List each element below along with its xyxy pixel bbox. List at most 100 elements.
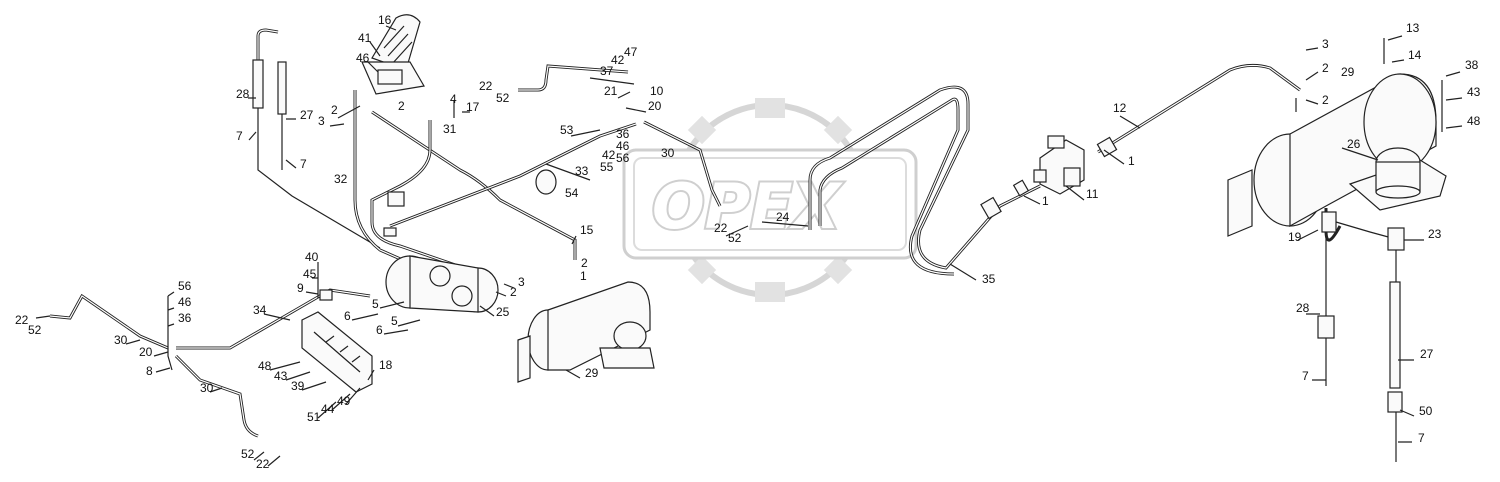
callout-54: 54 [565, 186, 579, 200]
callout-25: 25 [496, 305, 510, 319]
callout-51: 51 [307, 410, 321, 424]
callout-32: 32 [334, 172, 348, 186]
callout-2: 2 [510, 285, 517, 299]
callout-34: 34 [253, 303, 267, 317]
callout-2: 2 [398, 99, 405, 113]
callout-27: 27 [1420, 347, 1434, 361]
callout-35: 35 [982, 272, 996, 286]
watermark-text: OPEX [652, 170, 843, 243]
callout-11: 11 [1086, 187, 1099, 201]
callout-2: 2 [1322, 61, 1329, 75]
callout-10: 10 [650, 84, 664, 98]
opex-watermark: OPEX [622, 98, 918, 302]
callout-23: 23 [1428, 227, 1442, 241]
callout-2: 2 [581, 256, 588, 270]
callout-22: 22 [714, 221, 728, 235]
callout-14: 14 [1408, 48, 1422, 62]
callout-12: 12 [1113, 101, 1127, 115]
callout-56: 56 [178, 279, 192, 293]
callout-3: 3 [1322, 37, 1329, 51]
callout-5: 5 [391, 314, 398, 328]
callout-2: 2 [1322, 93, 1329, 107]
center-loop-pipe [808, 85, 1041, 276]
brake-pedal [361, 14, 425, 95]
callout-48: 48 [1467, 114, 1481, 128]
callout-52: 52 [728, 231, 742, 245]
callout-36: 36 [616, 127, 630, 141]
callout-19: 19 [1288, 230, 1302, 244]
valve-11 [1033, 135, 1085, 195]
callout-33: 33 [575, 164, 589, 178]
brake-chamber [385, 255, 499, 313]
callout-21: 21 [604, 84, 618, 98]
mounting-bracket [301, 311, 373, 393]
callout-43: 43 [1467, 85, 1481, 99]
lower-right-rods [1317, 208, 1405, 462]
callout-45: 45 [303, 267, 317, 281]
callout-52: 52 [241, 447, 255, 461]
callout-27: 27 [300, 108, 314, 122]
callout-42: 42 [602, 148, 616, 162]
left-pipes [252, 28, 722, 274]
callout-53: 53 [560, 123, 574, 137]
callout-30: 30 [661, 146, 675, 160]
callout-50: 50 [1419, 404, 1433, 418]
callout-16: 16 [378, 13, 392, 27]
callout-46: 46 [178, 295, 192, 309]
callout-44: 44 [321, 402, 335, 416]
callout-43: 43 [274, 369, 288, 383]
callout-1: 1 [1128, 154, 1135, 168]
callout-55: 55 [600, 160, 614, 174]
callout-20: 20 [648, 99, 662, 113]
callout-13: 13 [1406, 21, 1420, 35]
callout-3: 3 [518, 275, 525, 289]
callout-52: 52 [496, 91, 510, 105]
callout-36: 36 [178, 311, 192, 325]
callout-30: 30 [114, 333, 128, 347]
callout-29: 29 [585, 366, 599, 380]
callout-20: 20 [139, 345, 153, 359]
callout-30: 30 [200, 381, 214, 395]
callout-4: 4 [450, 92, 457, 106]
callout-24: 24 [776, 210, 790, 224]
callout-7: 7 [1302, 369, 1309, 383]
callout-41: 41 [358, 31, 372, 45]
callout-5: 5 [372, 297, 379, 311]
callout-28: 28 [1296, 301, 1310, 315]
leader-lines [35, 25, 1463, 467]
callout-9: 9 [297, 281, 304, 295]
callout-47: 47 [624, 45, 638, 59]
callout-28: 28 [236, 87, 250, 101]
callout-18: 18 [379, 358, 393, 372]
callout-26: 26 [1347, 137, 1361, 151]
callout-48: 48 [258, 359, 272, 373]
callout-3: 3 [318, 114, 325, 128]
air-tank-small [517, 281, 655, 383]
callout-15: 15 [580, 223, 594, 237]
callout-49: 49 [337, 394, 351, 408]
callout-6: 6 [344, 309, 351, 323]
callout-31: 31 [443, 122, 457, 136]
callout-46: 46 [616, 139, 630, 153]
callout-29: 29 [1341, 65, 1355, 79]
callout-40: 40 [305, 250, 319, 264]
callout-1: 1 [1042, 194, 1049, 208]
callout-38: 38 [1465, 58, 1479, 72]
callout-52: 52 [28, 323, 42, 337]
callout-37: 37 [600, 64, 614, 78]
air-tank-large [1227, 38, 1447, 237]
pipe-12 [1096, 63, 1301, 158]
callout-8: 8 [146, 364, 153, 378]
callout-7: 7 [1418, 431, 1425, 445]
callout-22: 22 [256, 457, 270, 471]
callout-22: 22 [479, 79, 493, 93]
callout-6: 6 [376, 323, 383, 337]
callout-17: 17 [466, 100, 480, 114]
callout-7: 7 [300, 157, 307, 171]
callout-2: 2 [331, 103, 338, 117]
callout-22: 22 [15, 313, 29, 327]
lower-left-pipes [49, 288, 371, 438]
callout-56: 56 [616, 151, 630, 165]
